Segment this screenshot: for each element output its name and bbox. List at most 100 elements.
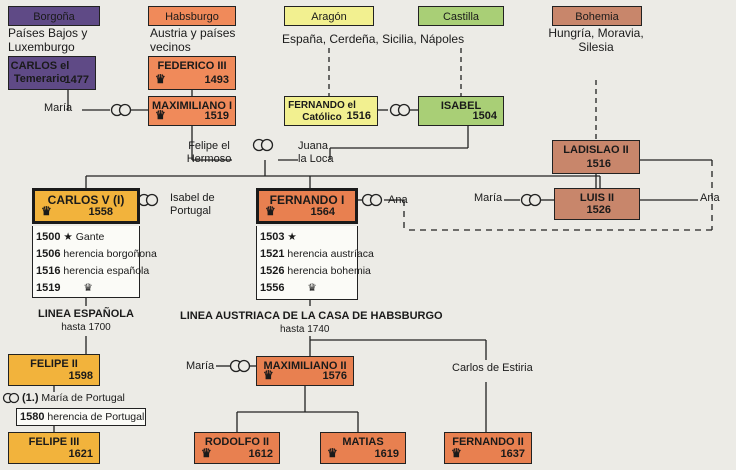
linea-espanola: LINEA ESPAÑOLA hasta 1700 [30,308,142,334]
crown-icon: ♛ [83,282,93,294]
label-ana-bohemia: Ana [700,192,720,204]
crown-icon: ♛ [327,446,338,460]
person-ladislao-ii: LADISLAO II 1516 [552,140,640,174]
person-carlos-temerario: CARLOS el Temerario 1477 [8,56,96,90]
crown-icon: ♛ [155,72,166,86]
person-matias: MATIAS ♛ 1619 [320,432,406,464]
person-federico-iii: FEDERICO III ♛ 1493 [148,56,236,90]
event-row: 1506 herencia borgoñona [36,245,157,263]
birth-star-icon: ★ [63,231,73,243]
crown-icon: ♛ [265,204,276,218]
person-name: CARLOS el Temerario [10,60,70,85]
event-text: herencia austríaca [287,248,374,260]
event-year: 1516 [36,265,61,277]
carlos-v-events [32,226,140,298]
house-bohemia: Bohemia [552,6,642,26]
house-castilla: Castilla [418,6,504,26]
fernando-i-events [256,226,358,300]
felipe-note: 1580 herencia de Portugal [20,408,144,426]
event-year: 1521 [260,248,285,260]
line-subtitle: hasta 1740 [280,324,330,335]
person-name: FERNANDO I [269,193,345,207]
house-label: Aragón [311,11,347,23]
event-year: 1506 [36,248,61,260]
event-row: 1526 herencia bohemia [260,262,371,280]
event-year: 1500 [36,231,61,243]
death-year: 1612 [248,448,273,460]
label-felipe-hermoso: Felipe el Hermoso [186,140,232,165]
person-luis-ii: LUIS II 1526 [554,188,640,220]
event-text: herencia bohemia [287,265,371,277]
note-text: herencia de Portugal [47,411,145,423]
person-name: ISABEL [440,100,482,112]
person-name: RODOLFO II [204,436,270,448]
event-text: herencia española [63,265,150,277]
event-row: 1519 ♛ [36,279,93,297]
death-year: 1504 [472,110,497,122]
event-year: 1503 [260,231,285,243]
death-year: 1621 [68,448,93,460]
spouse-maria-hungria: María [474,192,503,204]
spouse-ana: Ana [388,194,408,206]
house-aragon: Aragón [284,6,374,26]
death-year: 1516 [586,158,611,170]
line-title: LINEA AUSTRIACA DE LA CASA DE HABSBURGO [180,310,443,322]
note-prefix: 1580 [20,411,45,423]
person-name: MAXIMILIANO II [263,360,347,372]
person-name: FERNANDO II [452,436,524,448]
line-title: LINEA ESPAÑOLA [38,308,134,320]
house-habsburgo: Habsburgo [148,6,236,26]
crown-icon: ♛ [263,368,274,382]
event-year: 1526 [260,265,285,277]
person-felipe-ii: FELIPE II 1598 [8,354,100,386]
crown-icon: ♛ [307,282,317,294]
note-prefix: (1.) [22,392,39,404]
person-rodolfo-ii: RODOLFO II ♛ 1612 [194,432,280,464]
event-row: 1516 herencia española [36,262,149,280]
person-fernando-ii: FERNANDO II ♛ 1637 [444,432,532,464]
event-text: herencia borgoñona [63,248,157,260]
person-name: MAXIMILIANO I [151,100,233,112]
person-fernando-catolico: FERNANDO el Católico 1516 [284,96,378,126]
house-label: Castilla [442,11,480,23]
region-habsburgo: Austria y países vecinos [150,26,236,54]
crown-icon: ♛ [451,446,462,460]
person-name: FERNANDO el Católico [288,100,356,123]
death-year: 1516 [346,110,371,122]
death-year: 1558 [88,206,113,218]
person-maximiliano-i: MAXIMILIANO I ♛ 1519 [148,96,236,126]
death-year: 1576 [322,370,347,382]
spouse-maria-borgona: María [44,102,73,114]
person-name: FEDERICO III [157,60,227,72]
person-name: MATIAS [342,436,384,448]
crown-icon: ♛ [41,204,52,218]
person-fernando-i: FERNANDO I ♛ 1564 [256,188,358,224]
death-year: 1564 [310,206,335,218]
event-year: 1519 [36,282,61,294]
line-subtitle: hasta 1700 [61,322,111,333]
event-year: 1556 [260,282,285,294]
death-year: 1493 [204,74,229,86]
birth-star-icon: ★ [287,231,297,243]
person-felipe-iii: FELIPE III 1621 [8,432,100,464]
region-bohemia: Hungría, Moravia, Silesia [548,26,644,54]
event-row: 1521 herencia austríaca [260,245,374,263]
spouse-isabel-portugal: Isabel de Portugal [170,192,215,217]
death-year: 1519 [204,110,229,122]
death-year: 1637 [500,448,525,460]
felipe-note: (1.) María de Portugal [22,389,125,407]
region-borgona: Países Bajos y Luxemburgo [8,26,88,54]
death-year: 1619 [374,448,399,460]
crown-icon: ♛ [155,108,166,122]
house-label: Habsburgo [165,11,219,23]
event-row: 1500 ★ Gante [36,228,104,246]
person-name: LUIS II [579,192,615,204]
note-text: María de Portugal [41,392,125,404]
label-juana-loca: Juana la Loca [298,140,334,165]
person-name: FELIPE II [30,358,78,370]
event-text: Gante [75,231,105,243]
region-aragon: España, Cerdeña, Sicilia, Nápoles [282,32,465,46]
felipe-inheritance-note [16,408,146,426]
death-year: 1477 [64,74,89,86]
